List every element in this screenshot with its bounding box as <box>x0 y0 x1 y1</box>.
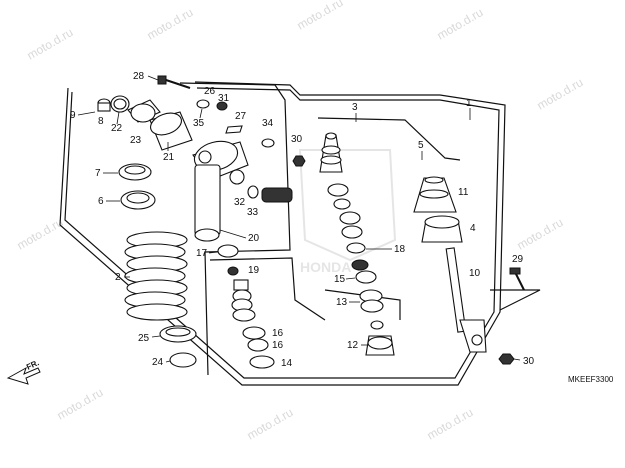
center-bumper-stack: 18 15 13 12 <box>319 132 406 356</box>
watermark: moto.d.ru <box>425 405 476 442</box>
callout-13: 13 <box>336 297 348 308</box>
callout-4: 4 <box>470 223 476 234</box>
damper-rod-assembly: 11 4 10 <box>413 176 487 353</box>
callout-32: 32 <box>234 197 246 208</box>
callout-7: 7 <box>95 168 101 179</box>
spring-seat-rings: 7 6 <box>95 163 156 210</box>
lower-mount-hardware: 29 30 <box>498 254 535 367</box>
callout-25: 25 <box>138 333 150 344</box>
callout-30: 30 <box>291 134 303 145</box>
watermark: moto.d.ru <box>515 215 566 252</box>
watermark: moto.d.ru <box>55 385 106 422</box>
callout-6: 6 <box>98 196 104 207</box>
reservoir-cap-group: 9 8 22 23 21 <box>70 95 193 163</box>
callout-18: 18 <box>394 244 406 255</box>
callout-22: 22 <box>111 123 123 134</box>
spring-collars: 25 24 <box>138 325 197 368</box>
top-bolt-group: 28 26 31 35 27 <box>133 71 247 134</box>
watermark: moto.d.ru <box>145 5 196 42</box>
watermark: moto.d.ru <box>295 0 346 33</box>
joint-group: 34 30 <box>261 118 306 167</box>
callout-21: 21 <box>163 152 175 163</box>
callout-33: 33 <box>247 207 259 218</box>
callout-31: 31 <box>218 93 230 104</box>
lower-seal-stack: 16 16 14 <box>231 279 293 369</box>
callout-23: 23 <box>130 135 142 146</box>
watermark: moto.d.ru <box>25 25 76 62</box>
washer-group: 17 19 <box>196 244 260 276</box>
callout-34: 34 <box>262 118 274 129</box>
watermark: moto.d.ru <box>435 5 486 42</box>
callout-16a: 16 <box>272 328 284 339</box>
callout-35: 35 <box>193 118 205 129</box>
callout-11: 11 <box>458 187 469 198</box>
callout-27: 27 <box>235 111 247 122</box>
diagram-code: MKEEF3300 <box>568 375 614 384</box>
callout-2: 2 <box>115 272 121 283</box>
coil-spring: 2 <box>115 231 188 321</box>
valve-group: 32 33 <box>234 185 293 218</box>
callout-26: 26 <box>204 86 216 97</box>
front-direction-marker: FR. <box>6 358 41 385</box>
watermark-layer: moto.d.ru moto.d.ru moto.d.ru moto.d.ru … <box>15 0 586 443</box>
callout-29: 29 <box>512 254 524 265</box>
callout-14: 14 <box>281 358 293 369</box>
callout-16b: 16 <box>272 340 284 351</box>
watermark: moto.d.ru <box>245 405 296 442</box>
reservoir-body: 20 <box>192 140 260 244</box>
callout-30b: 30 <box>523 356 535 367</box>
callout-12: 12 <box>347 340 359 351</box>
callout-8: 8 <box>98 116 104 127</box>
callout-5: 5 <box>418 140 424 151</box>
callout-28: 28 <box>133 71 145 82</box>
callout-3: 3 <box>352 102 358 113</box>
callout-10: 10 <box>469 268 481 279</box>
callout-20: 20 <box>248 233 260 244</box>
callout-9: 9 <box>70 110 76 121</box>
watermark: moto.d.ru <box>535 75 586 112</box>
honda-logo: HONDA <box>298 149 397 275</box>
watermark: moto.d.ru <box>15 215 66 252</box>
callout-24: 24 <box>152 357 164 368</box>
callout-1: 1 <box>466 98 472 109</box>
callout-19: 19 <box>248 265 260 276</box>
logo-text: HONDA <box>300 259 351 275</box>
callout-15: 15 <box>334 274 346 285</box>
callout-17: 17 <box>196 248 208 259</box>
